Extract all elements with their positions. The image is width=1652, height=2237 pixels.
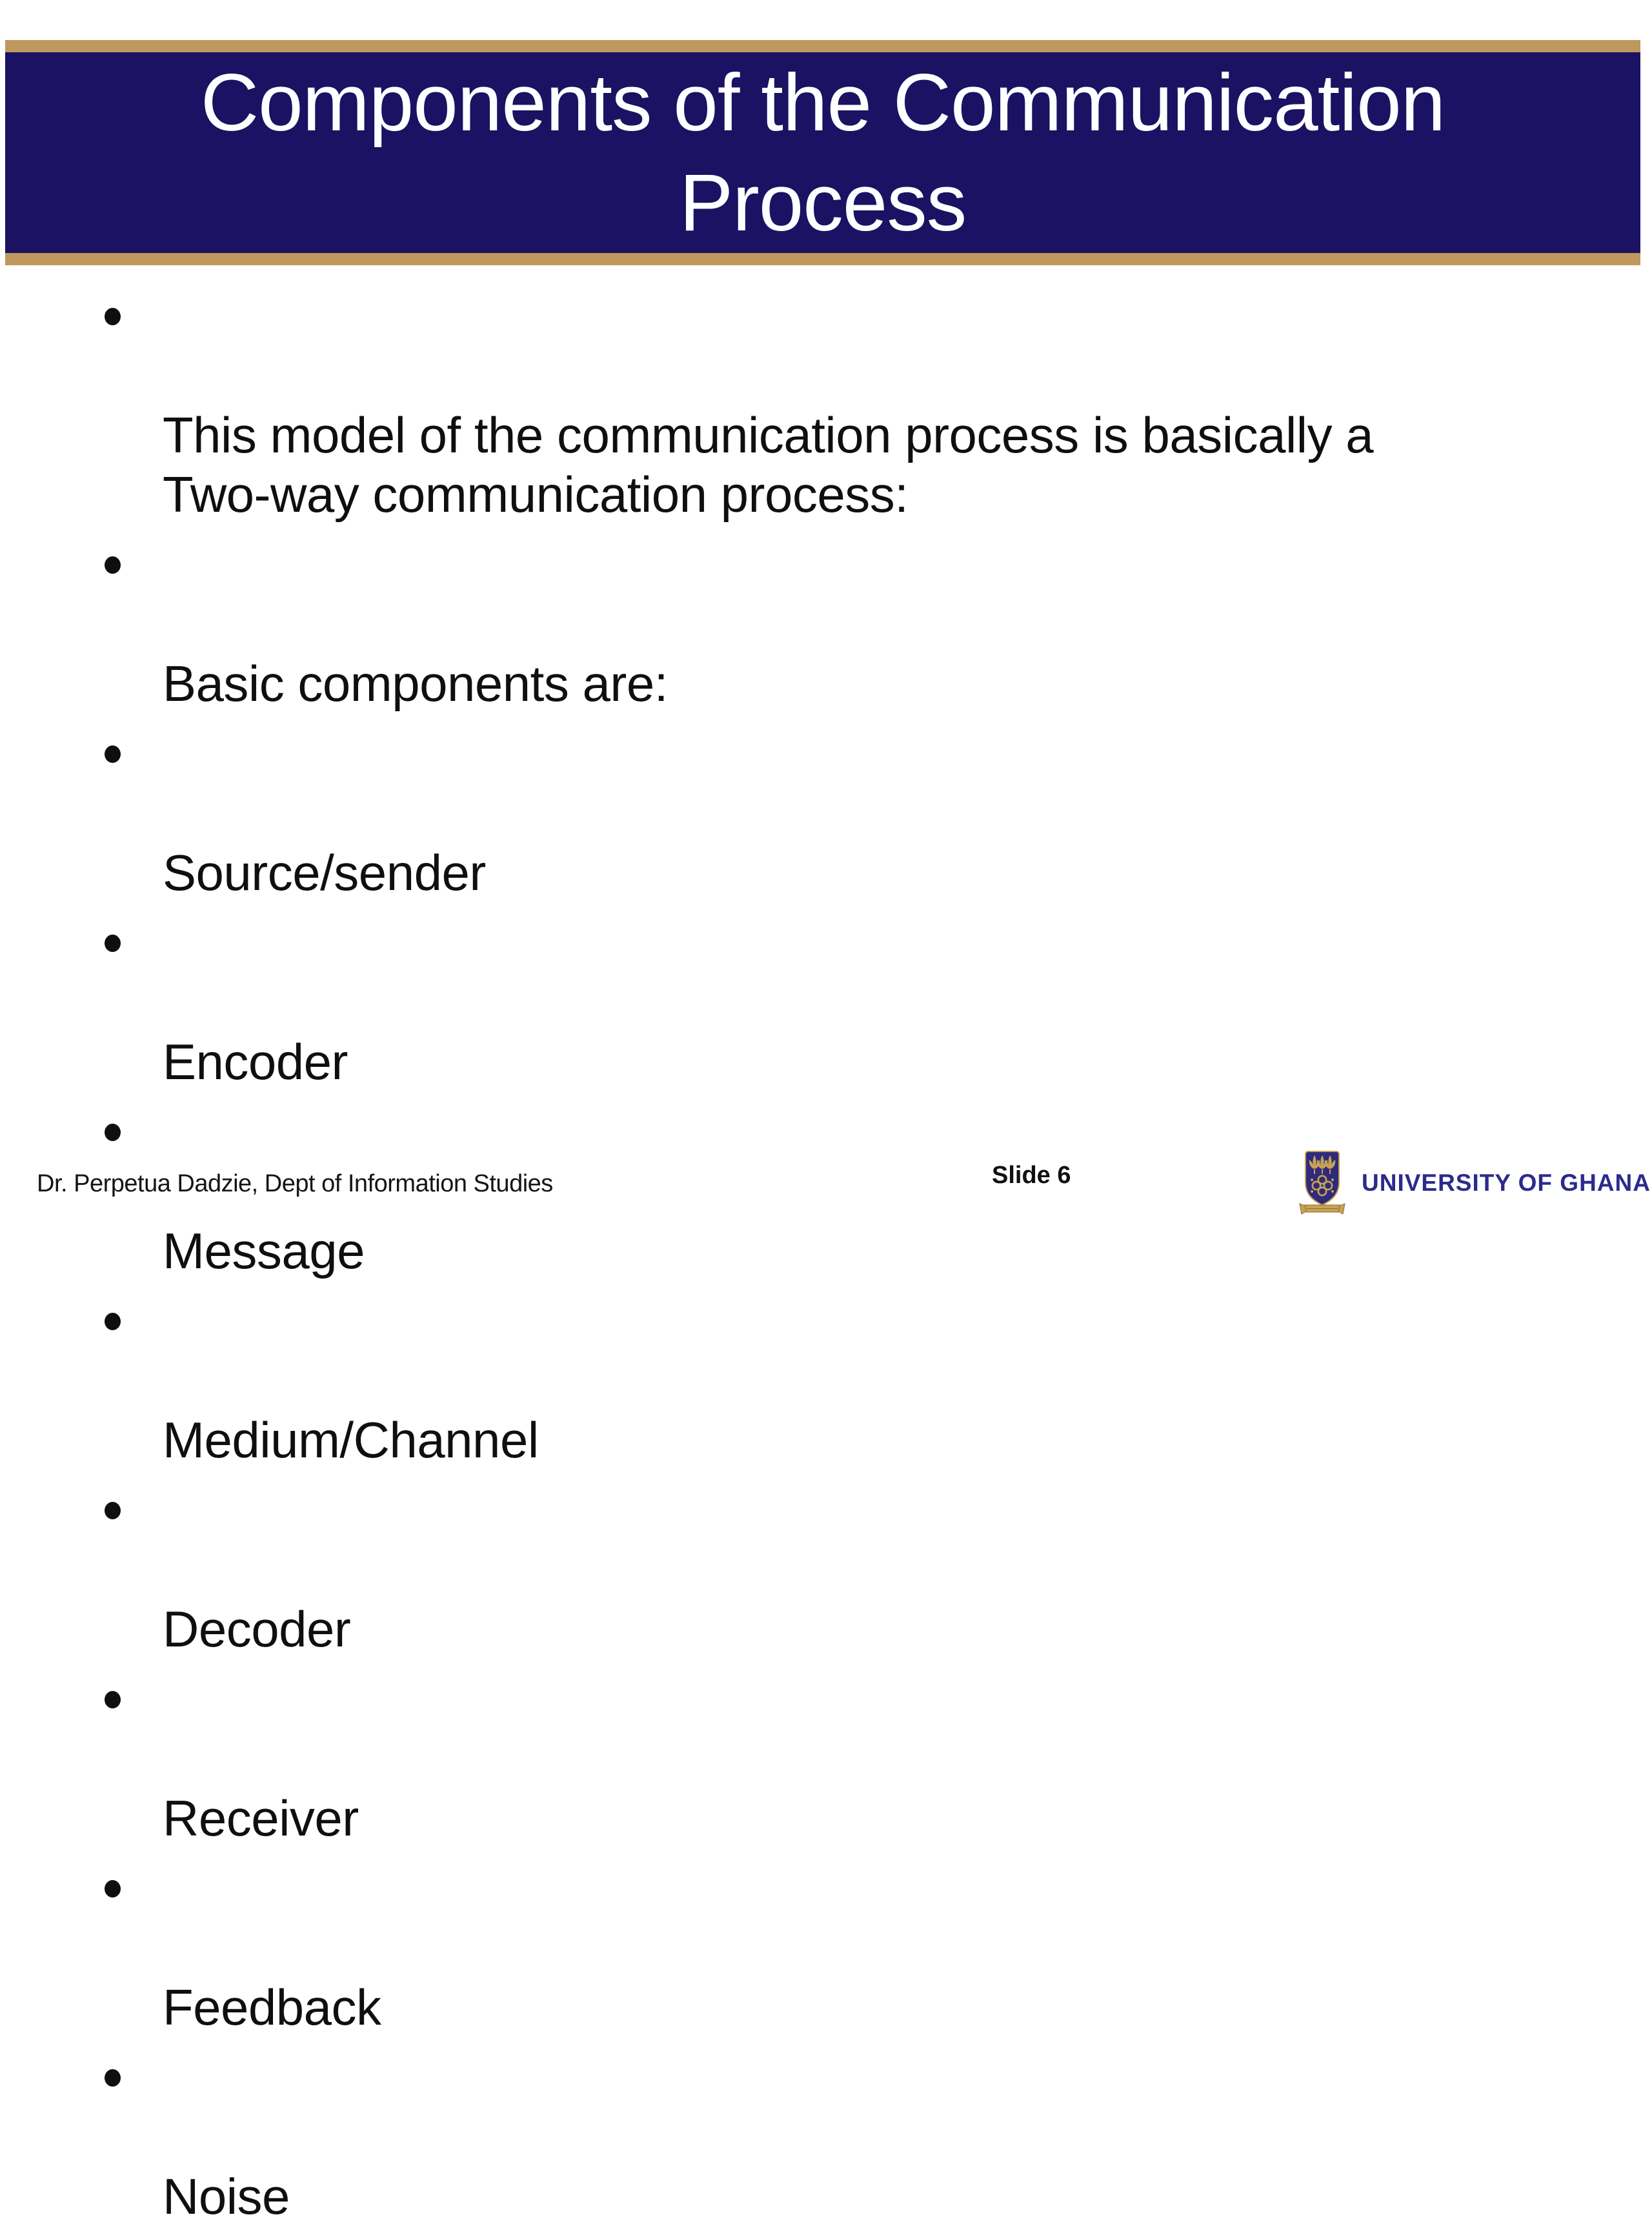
bullet-text: Noise (163, 2168, 290, 2225)
footer-author: Dr. Perpetua Dadzie, Dept of Information… (37, 1170, 553, 1197)
bullet-dot-icon (105, 556, 121, 574)
list-item: Receiver (103, 1670, 1568, 1848)
list-item: Basic components are: (103, 535, 1568, 713)
bullet-dot-icon (105, 2069, 121, 2087)
university-crest-icon (1299, 1151, 1345, 1215)
slide-number: Slide 6 (992, 1162, 1071, 1189)
bullet-dot-icon (105, 1124, 121, 1141)
bullet-dot-icon (105, 1691, 121, 1708)
bullet-list: This model of the communication process … (103, 287, 1568, 2237)
bullet-text: Message (163, 1222, 365, 1279)
list-item: Medium/Channel (103, 1291, 1568, 1470)
bullet-text: Medium/Channel (163, 1412, 539, 1468)
bullet-dot-icon (105, 308, 121, 325)
bullet-dot-icon (105, 1313, 121, 1330)
bullet-text: Receiver (163, 1790, 359, 1847)
bullet-text: Decoder (163, 1601, 351, 1657)
page-title: Components of the Communication Process (200, 57, 1446, 248)
list-item: Source/sender (103, 724, 1568, 902)
bullet-dot-icon (105, 1880, 121, 1898)
banner-top-gold-bar (5, 40, 1640, 52)
banner-navy-box: Components of the Communication Process (5, 52, 1640, 253)
bullet-text: Encoder (163, 1033, 348, 1090)
bullet-dot-icon (105, 935, 121, 952)
list-item: Decoder (103, 1481, 1568, 1659)
university-logo: UNIVERSITY OF GHANA (1298, 1149, 1651, 1217)
slide: { "slide": { "title": "Components of the… (5, 40, 1651, 2225)
university-wordmark: UNIVERSITY OF GHANA (1362, 1169, 1651, 1196)
bullet-dot-icon (105, 1502, 121, 1519)
bullet-dot-icon (105, 745, 121, 763)
list-item: Noise (103, 2048, 1568, 2226)
bullet-text: Basic components are: (163, 655, 668, 712)
list-item: This model of the communication process … (103, 287, 1568, 524)
list-item: Feedback (103, 1859, 1568, 2037)
bullet-text: Feedback (163, 1979, 381, 2036)
title-banner: Components of the Communication Process (5, 40, 1640, 265)
banner-bottom-gold-bar (5, 253, 1640, 265)
bullet-text: Source/sender (163, 844, 486, 901)
list-item: Encoder (103, 913, 1568, 1091)
bullet-text: This model of the communication process … (163, 407, 1374, 523)
